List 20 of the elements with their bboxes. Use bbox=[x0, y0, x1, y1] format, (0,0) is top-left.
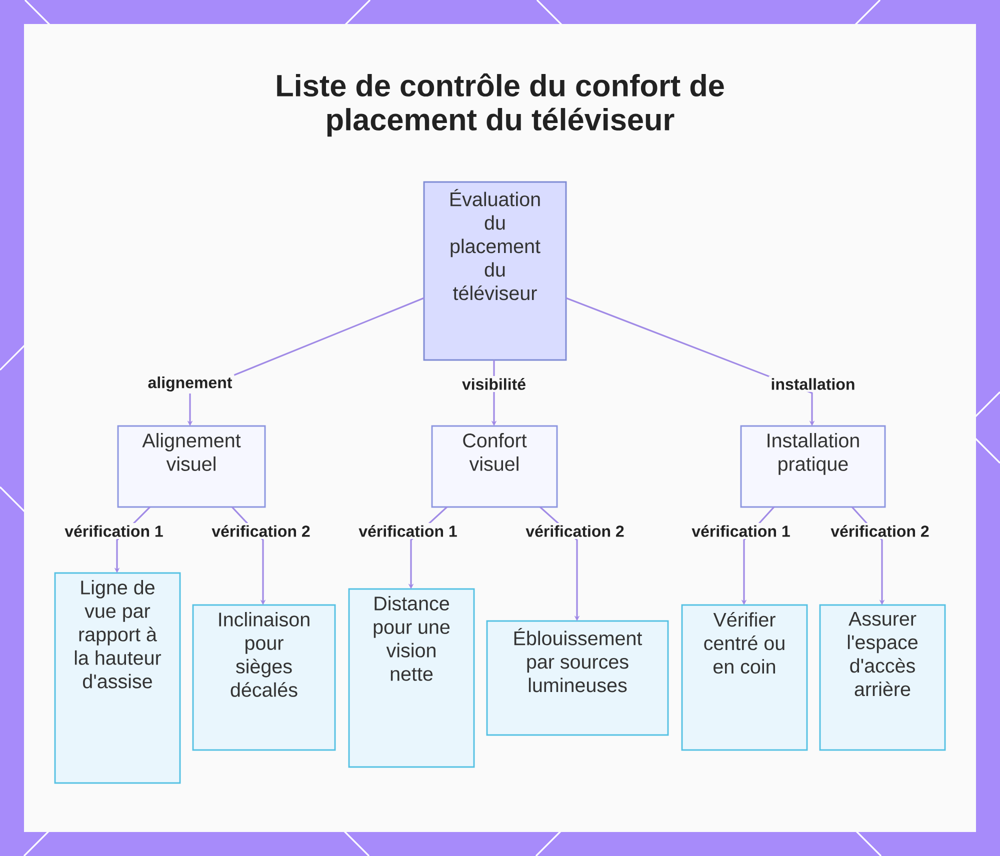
item-box: Ligne de vue par rapport à la hauteur d'assise bbox=[54, 572, 181, 784]
item-box: Assurer l'espace d'accès arrière bbox=[819, 604, 946, 751]
item-box: Vérifier centré ou en coin bbox=[681, 604, 808, 751]
item-box: Distance pour une vision nette bbox=[348, 588, 475, 768]
topic-box: Évaluation du placement du téléviseur bbox=[423, 181, 567, 361]
edge-label: vérification 2 bbox=[828, 523, 932, 539]
edge-label: vérification 2 bbox=[524, 523, 626, 539]
edge-label: vérification 1 bbox=[690, 523, 792, 539]
item-box: Inclinaison pour sièges décalés bbox=[192, 604, 336, 751]
category-box: Alignement visuel bbox=[117, 425, 266, 508]
edge-label: alignement bbox=[146, 374, 234, 394]
edge-label: vérification 2 bbox=[210, 523, 312, 539]
title: Liste de contrôle du confort de placement du téléviseur bbox=[277, 73, 724, 137]
edge-label: vérification 1 bbox=[62, 523, 166, 539]
edge-label: visibilité bbox=[460, 376, 528, 392]
category-box: Installation pratique bbox=[740, 425, 886, 508]
edge-label: vérification 1 bbox=[356, 523, 460, 539]
edge-label: installation bbox=[768, 376, 858, 392]
category-box: Confort visuel bbox=[431, 425, 558, 508]
item-box: Éblouissement par sources lumineuses bbox=[486, 620, 669, 736]
